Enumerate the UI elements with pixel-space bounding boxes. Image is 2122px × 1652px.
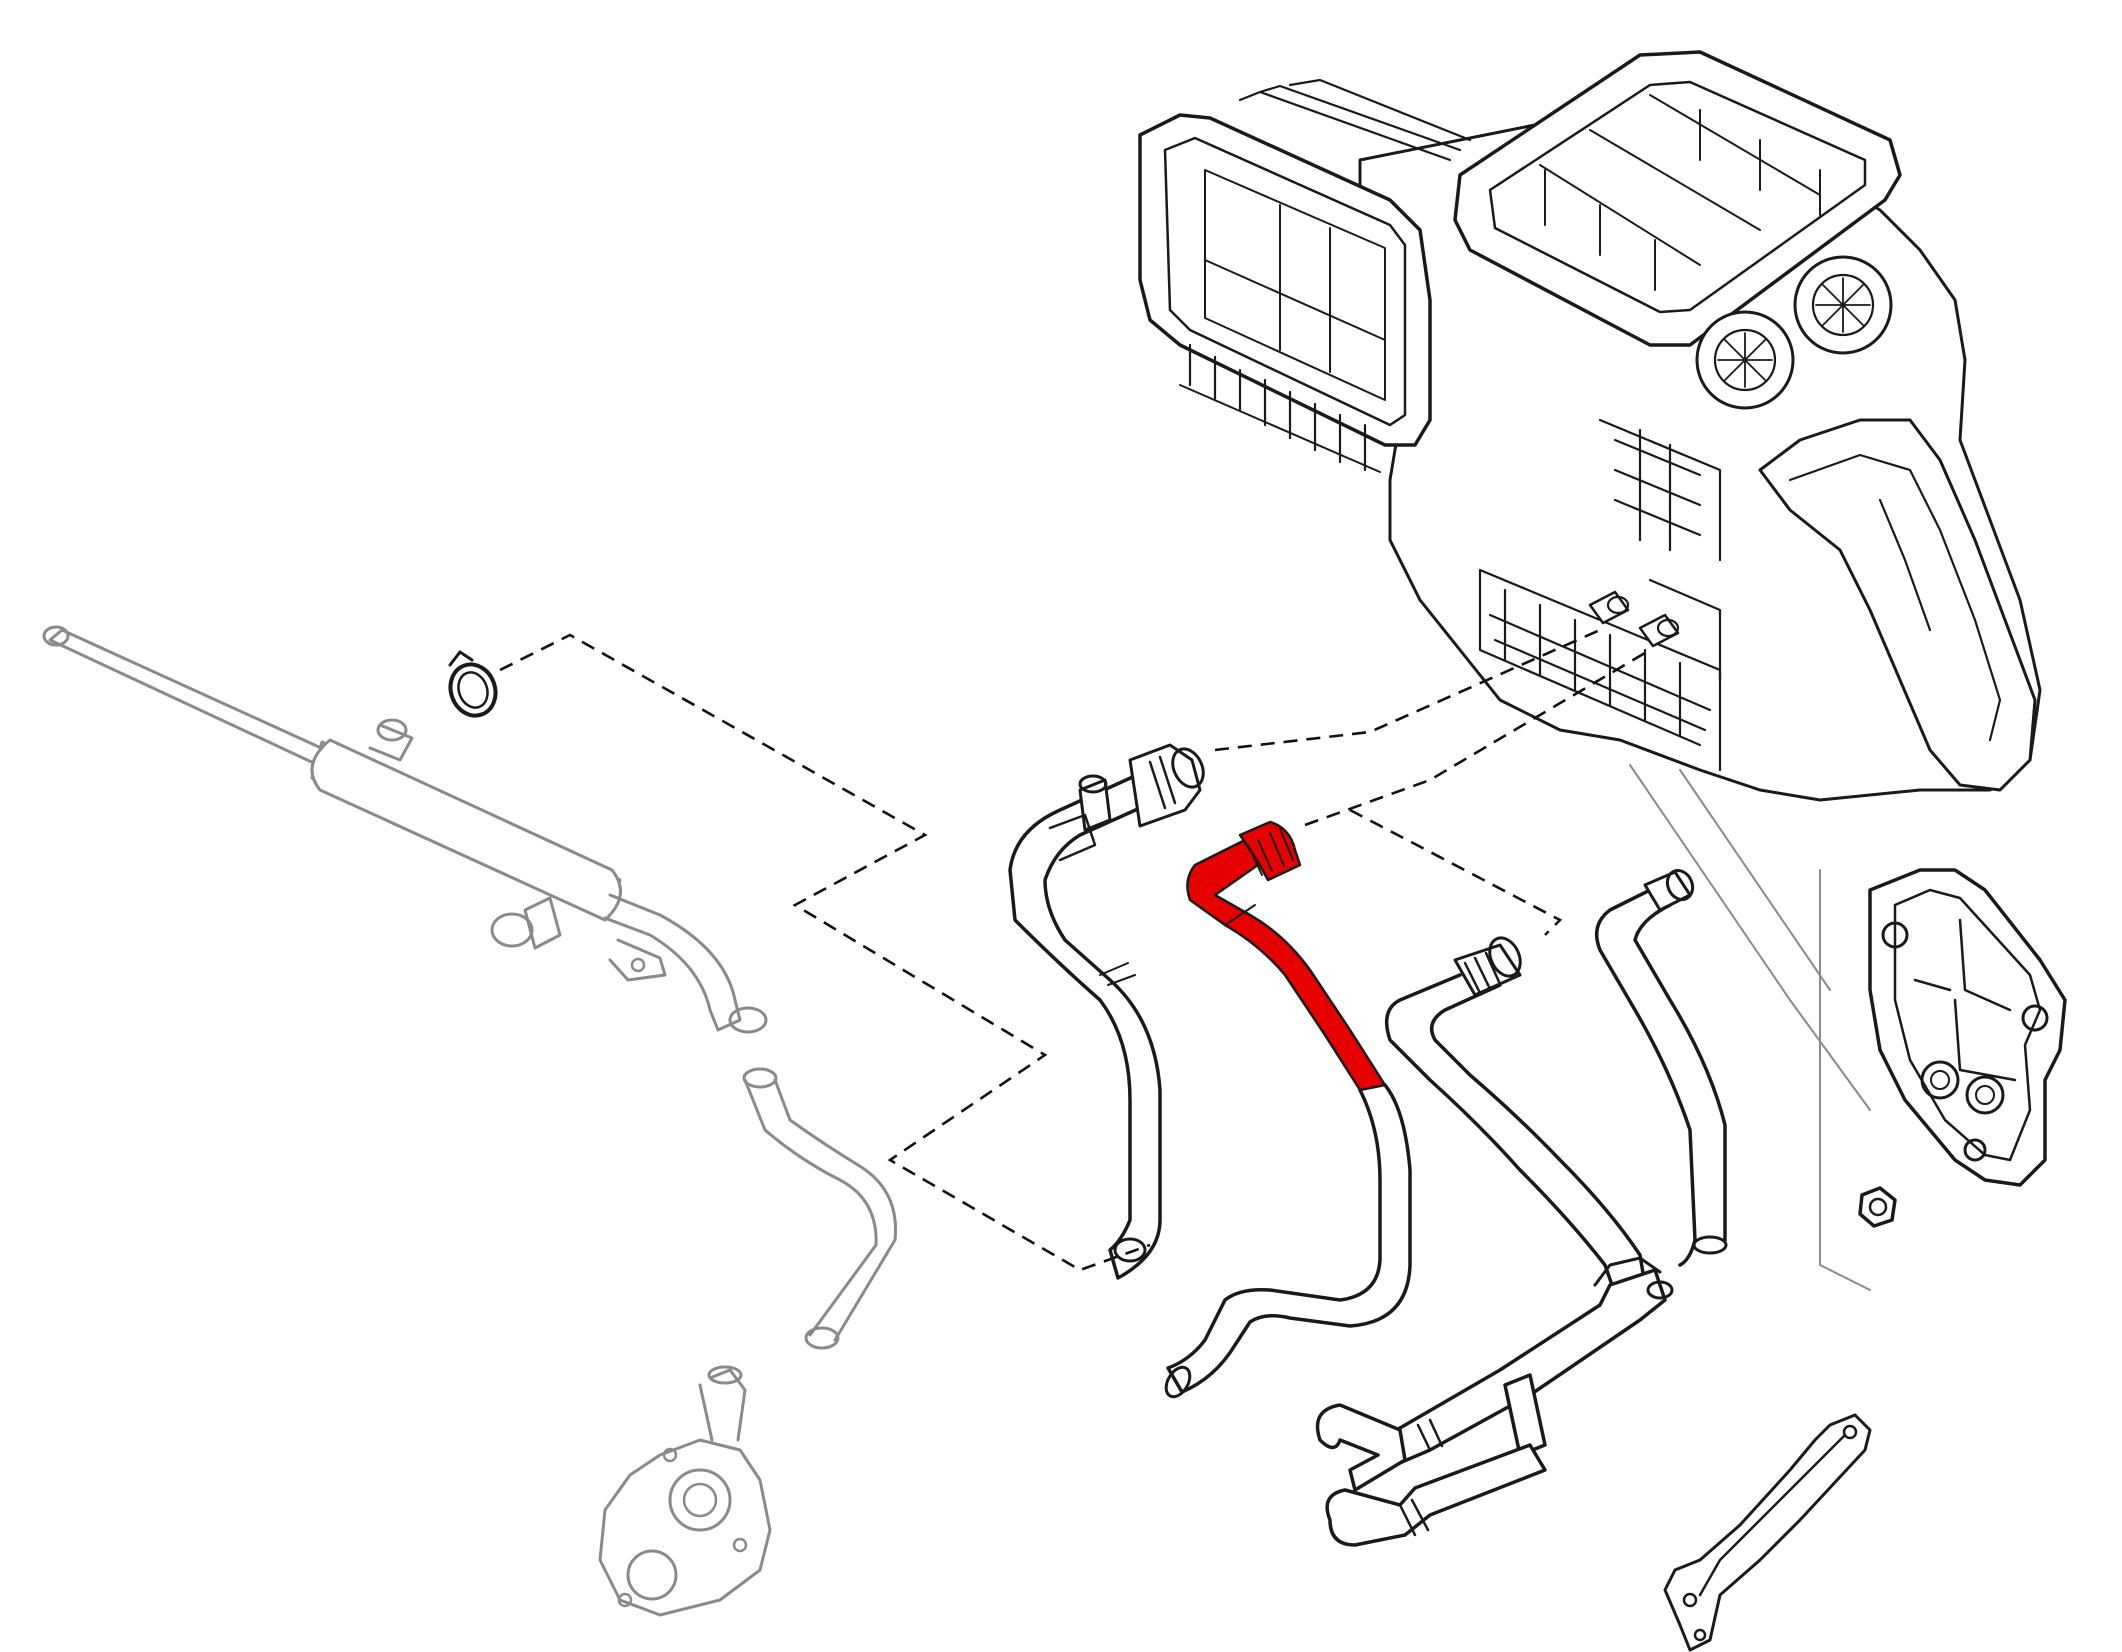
highlighted-hose-section	[1186, 833, 1387, 1092]
heater-hose-return	[1384, 936, 1647, 1287]
coolant-pipe-assembly	[42, 625, 768, 1034]
hex-nut	[1858, 1186, 1897, 1228]
heater-hose-with-bleeder	[1008, 743, 1205, 1280]
heater-hose-highlighted	[1164, 820, 1412, 1399]
short-coolant-hose	[742, 1067, 898, 1350]
assembly-lines	[499, 628, 1871, 1291]
water-pump	[598, 1365, 772, 1617]
heater-housing	[1138, 50, 2042, 802]
gasket-plate	[1868, 868, 2067, 1187]
coolant-valve-pipe-assembly	[1315, 1256, 1674, 1547]
mounting-bracket	[1663, 1413, 1872, 1652]
small-coolant-hose	[1594, 868, 1728, 1267]
hose-clamp	[448, 650, 498, 718]
